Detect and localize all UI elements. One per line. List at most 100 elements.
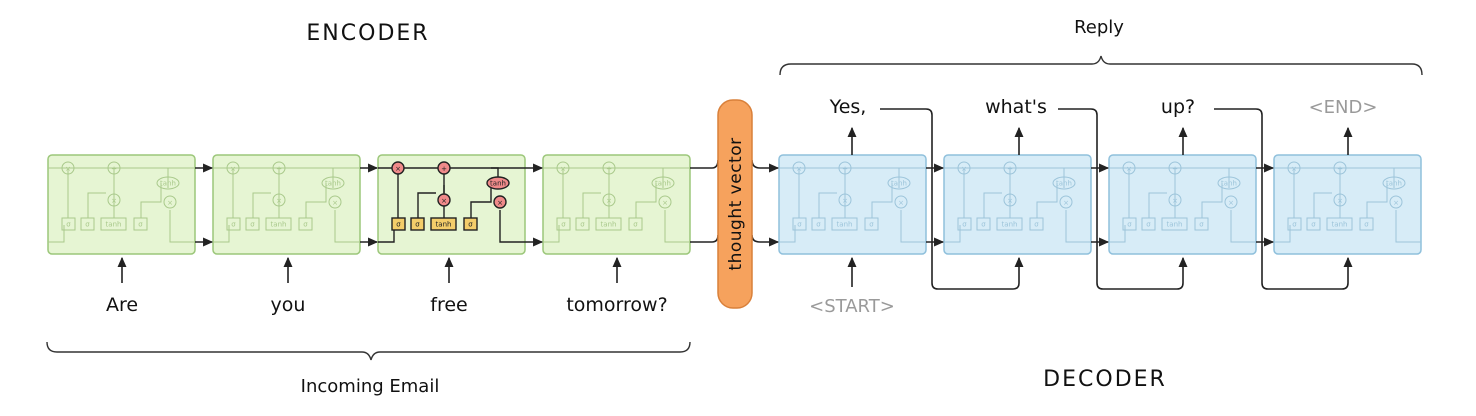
cell-op-node — [107, 193, 121, 207]
decoder-title: DECODER — [1043, 367, 1167, 392]
cell-wire — [470, 193, 492, 218]
cell-wire — [1366, 193, 1388, 218]
cell-gate — [391, 217, 406, 231]
decoder-output-word: what's — [985, 96, 1047, 118]
cell-gate-label: σ — [869, 221, 874, 229]
cell-gate-label: σ — [1364, 221, 1369, 229]
cell-tanh-label: tanh — [325, 180, 341, 188]
cell-op-label: × — [1337, 197, 1343, 205]
cell-op-node — [957, 161, 971, 175]
cell-op-label: × — [395, 165, 401, 173]
cell-wire — [635, 193, 657, 218]
cell-wire — [48, 225, 65, 243]
cell-gate-label: σ — [561, 221, 566, 229]
cell-gate — [298, 217, 313, 231]
cell-wire — [87, 192, 106, 218]
cell-op-node — [1168, 161, 1182, 175]
cell-op-node — [163, 195, 177, 209]
cell-gate — [100, 217, 127, 231]
cell-op-label: × — [961, 165, 967, 173]
start-token: <START> — [809, 296, 895, 317]
cell-gate-label: σ — [816, 221, 821, 229]
cell-gate-label: σ — [66, 221, 71, 229]
cell-gate-label: σ — [468, 221, 473, 229]
cell-gate-label: σ — [1034, 221, 1039, 229]
cell-gate — [245, 217, 260, 231]
cell-op-label: + — [842, 165, 848, 173]
cell-op-label: × — [1063, 199, 1069, 207]
cell-tanh-label: tanh — [1056, 180, 1072, 188]
thought-vector: thought vector — [717, 99, 753, 309]
cell-gate — [1194, 217, 1209, 231]
cell-gate — [628, 217, 643, 231]
to-thought-vector-arrow — [690, 234, 719, 243]
cell-op-node — [226, 161, 240, 175]
cell-op-node — [61, 161, 75, 175]
cell-op-node — [437, 161, 451, 175]
cell-gate-label: σ — [415, 221, 420, 229]
cell-op-node — [1003, 161, 1017, 175]
cell-op-node — [1122, 161, 1136, 175]
cell-gate — [1326, 217, 1353, 231]
cell-op-node — [1003, 193, 1017, 207]
cell-gate-label: tanh — [436, 221, 452, 229]
cell-op-label: × — [1126, 165, 1132, 173]
cell-gate — [226, 217, 241, 231]
cell-wire — [871, 193, 893, 218]
cell-gate — [996, 217, 1023, 231]
cell-gate-label: tanh — [1002, 221, 1018, 229]
cell-op-label: × — [332, 199, 338, 207]
cell-op-node — [1333, 161, 1347, 175]
cell-gate — [556, 217, 571, 231]
cell-gate-label: σ — [797, 221, 802, 229]
cell-op-label: × — [230, 165, 236, 173]
cell-op-label: × — [606, 197, 612, 205]
cell-op-node — [1389, 195, 1403, 209]
cell-tanh-node — [486, 176, 510, 190]
cell-gate-label: σ — [981, 221, 986, 229]
cell-gate-label: σ — [1292, 221, 1297, 229]
encoder-input-word: Are — [106, 294, 138, 316]
cell-op-node — [658, 195, 672, 209]
cell-gate-label: σ — [1311, 221, 1316, 229]
cell-wire — [161, 167, 169, 188]
cell-tanh-label: tanh — [1221, 180, 1237, 188]
cell-gate-label: σ — [138, 221, 143, 229]
cell-wire — [334, 210, 360, 243]
cell-gate — [265, 217, 292, 231]
cell-op-label: × — [111, 197, 117, 205]
cell-gate-label: σ — [303, 221, 308, 229]
cell-op-label: × — [662, 199, 668, 207]
thought-vector-label: thought vector — [726, 137, 746, 270]
cell-tanh-label: tanh — [490, 180, 506, 188]
cell-op-label: + — [276, 165, 282, 173]
cell-wire — [664, 210, 690, 243]
cell-wire — [1313, 192, 1332, 218]
cell-op-label: + — [606, 165, 612, 173]
cell-gate — [864, 217, 879, 231]
cell-op-label: × — [1007, 197, 1013, 205]
cell-op-node — [838, 193, 852, 207]
cell-gate — [463, 217, 478, 231]
cell-op-label: × — [497, 199, 503, 207]
cell-op-node — [272, 161, 286, 175]
cell-wire — [983, 192, 1002, 218]
cell-op-node — [1333, 193, 1347, 207]
cell-tanh-node — [651, 176, 675, 190]
feedback-loop-arrow — [1214, 108, 1353, 290]
incoming-email-brace — [46, 341, 691, 361]
cell-op-node — [272, 193, 286, 207]
cell-op-label: × — [167, 199, 173, 207]
cell-op-label: × — [276, 197, 282, 205]
cell-wire — [417, 192, 436, 218]
cell-tanh-label: tanh — [1386, 180, 1402, 188]
cell-wire — [818, 192, 837, 218]
cell-wire — [140, 193, 162, 218]
cell-gate — [61, 217, 76, 231]
cell-wire — [1057, 167, 1065, 188]
cell-wire — [1387, 167, 1395, 188]
